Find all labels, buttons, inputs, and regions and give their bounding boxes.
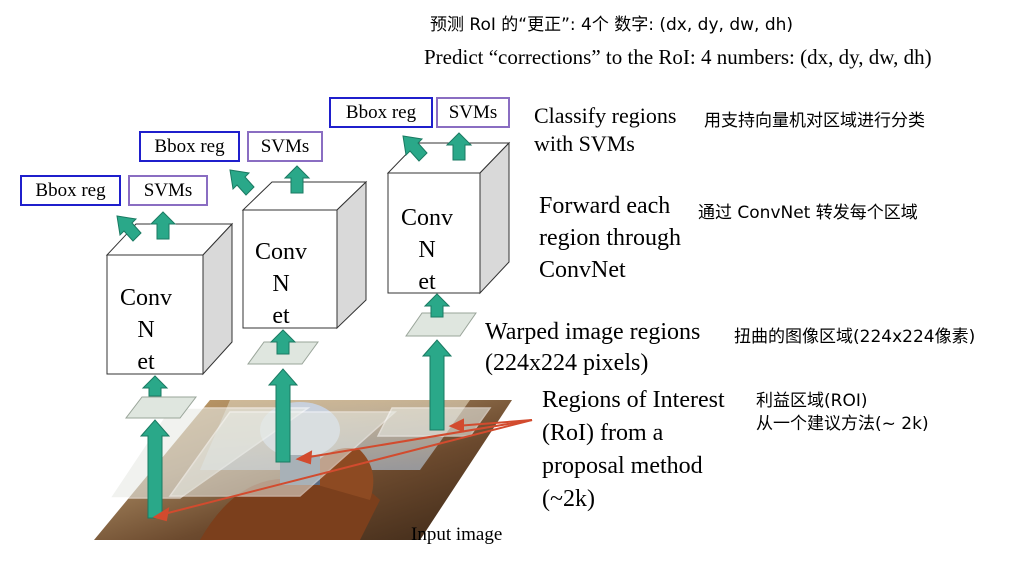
up-arrow-icon	[141, 375, 169, 397]
roi-annotation-zh: 利益区域(ROI) 从一个建议方法(~ 2k)	[756, 390, 929, 436]
svm-box-2: SVMs	[247, 131, 323, 162]
bbox-reg-box-3: Bbox reg	[329, 97, 433, 128]
convnet-label-line: N	[137, 317, 155, 343]
roi-line-3: proposal method	[542, 453, 703, 479]
bbox-reg-box-1: Bbox reg	[20, 175, 121, 206]
convnet-label-1: Conv N et	[107, 282, 185, 378]
up-arrow-icon	[269, 329, 297, 355]
convnet-label-line: Conv	[254, 239, 307, 265]
warped-line-1: Warped image regions	[485, 319, 701, 345]
forward-annotation: Forward each region through ConvNet	[539, 190, 681, 286]
convnet-box-3	[386, 141, 511, 295]
forward-line-3: ConvNet	[539, 257, 626, 283]
svm-box-3: SVMs	[436, 97, 510, 128]
forward-annotation-zh: 通过 ConvNet 转发每个区域	[698, 203, 918, 223]
warped-annotation-zh: 扭曲的图像区域(224x224像素)	[734, 327, 976, 347]
diagonal-arrow-icon	[229, 169, 255, 196]
up-arrow-icon	[267, 368, 299, 463]
arrows-convnet-to-heads	[116, 132, 473, 242]
convnet-label-line: Conv	[119, 285, 172, 311]
header-english: Predict “corrections” to the RoI: 4 numb…	[424, 45, 932, 69]
up-arrow-icon	[139, 419, 171, 519]
warped-patch-3	[405, 312, 477, 337]
up-arrow-icon	[421, 339, 453, 431]
convnet-label-3: Conv N et	[388, 202, 466, 298]
warped-line-2: (224x224 pixels)	[485, 350, 649, 376]
up-arrow-icon	[149, 211, 177, 240]
up-arrow-icon	[283, 165, 311, 194]
arrows-patch-to-convnet	[141, 293, 451, 397]
convnet-label-line: Conv	[400, 205, 453, 231]
diagonal-arrow-icon	[402, 135, 428, 162]
classify-line-1: Classify regions	[534, 103, 677, 128]
svm-box-1: SVMs	[128, 175, 208, 206]
classify-annotation-zh: 用支持向量机对区域进行分类	[704, 111, 925, 131]
convnet-label-line: et	[418, 269, 436, 295]
convnet-label-line: N	[272, 271, 290, 297]
up-arrow-icon	[423, 293, 451, 318]
bbox-reg-box-2: Bbox reg	[139, 131, 240, 162]
input-image-label: Input image	[411, 524, 503, 545]
convnet-label-line: N	[418, 237, 436, 263]
roi-zh-line-1: 利益区域(ROI)	[756, 391, 868, 411]
classify-line-2: with SVMs	[534, 131, 635, 156]
roi-line-1: Regions of Interest	[542, 387, 725, 413]
roi-zh-line-2: 从一个建议方法(~ 2k)	[756, 414, 929, 434]
warped-annotation: Warped image regions (224x224 pixels)	[485, 317, 700, 379]
forward-line-1: Forward each	[539, 193, 671, 219]
roi-line-4: (~2k)	[542, 486, 595, 512]
forward-line-2: region through	[539, 225, 681, 251]
classify-annotation: Classify regions with SVMs	[534, 102, 676, 158]
convnet-box-2	[241, 180, 368, 330]
convnet-label-line: et	[272, 303, 290, 329]
header-chinese: 预测 RoI 的“更正”: 4个 数字: (dx, dy, dw, dh)	[430, 15, 794, 35]
convnet-label-2: Conv N et	[243, 236, 319, 332]
roi-pointer-arrows	[152, 418, 533, 522]
roi-line-2: (RoI) from a	[542, 420, 664, 446]
roi-annotation: Regions of Interest (RoI) from a proposa…	[542, 384, 725, 516]
arrows-image-to-patch	[139, 339, 453, 519]
up-arrow-icon	[445, 132, 473, 161]
diagonal-arrow-icon	[116, 215, 142, 242]
convnet-label-line: et	[137, 349, 155, 375]
warped-patch-1	[124, 396, 198, 419]
